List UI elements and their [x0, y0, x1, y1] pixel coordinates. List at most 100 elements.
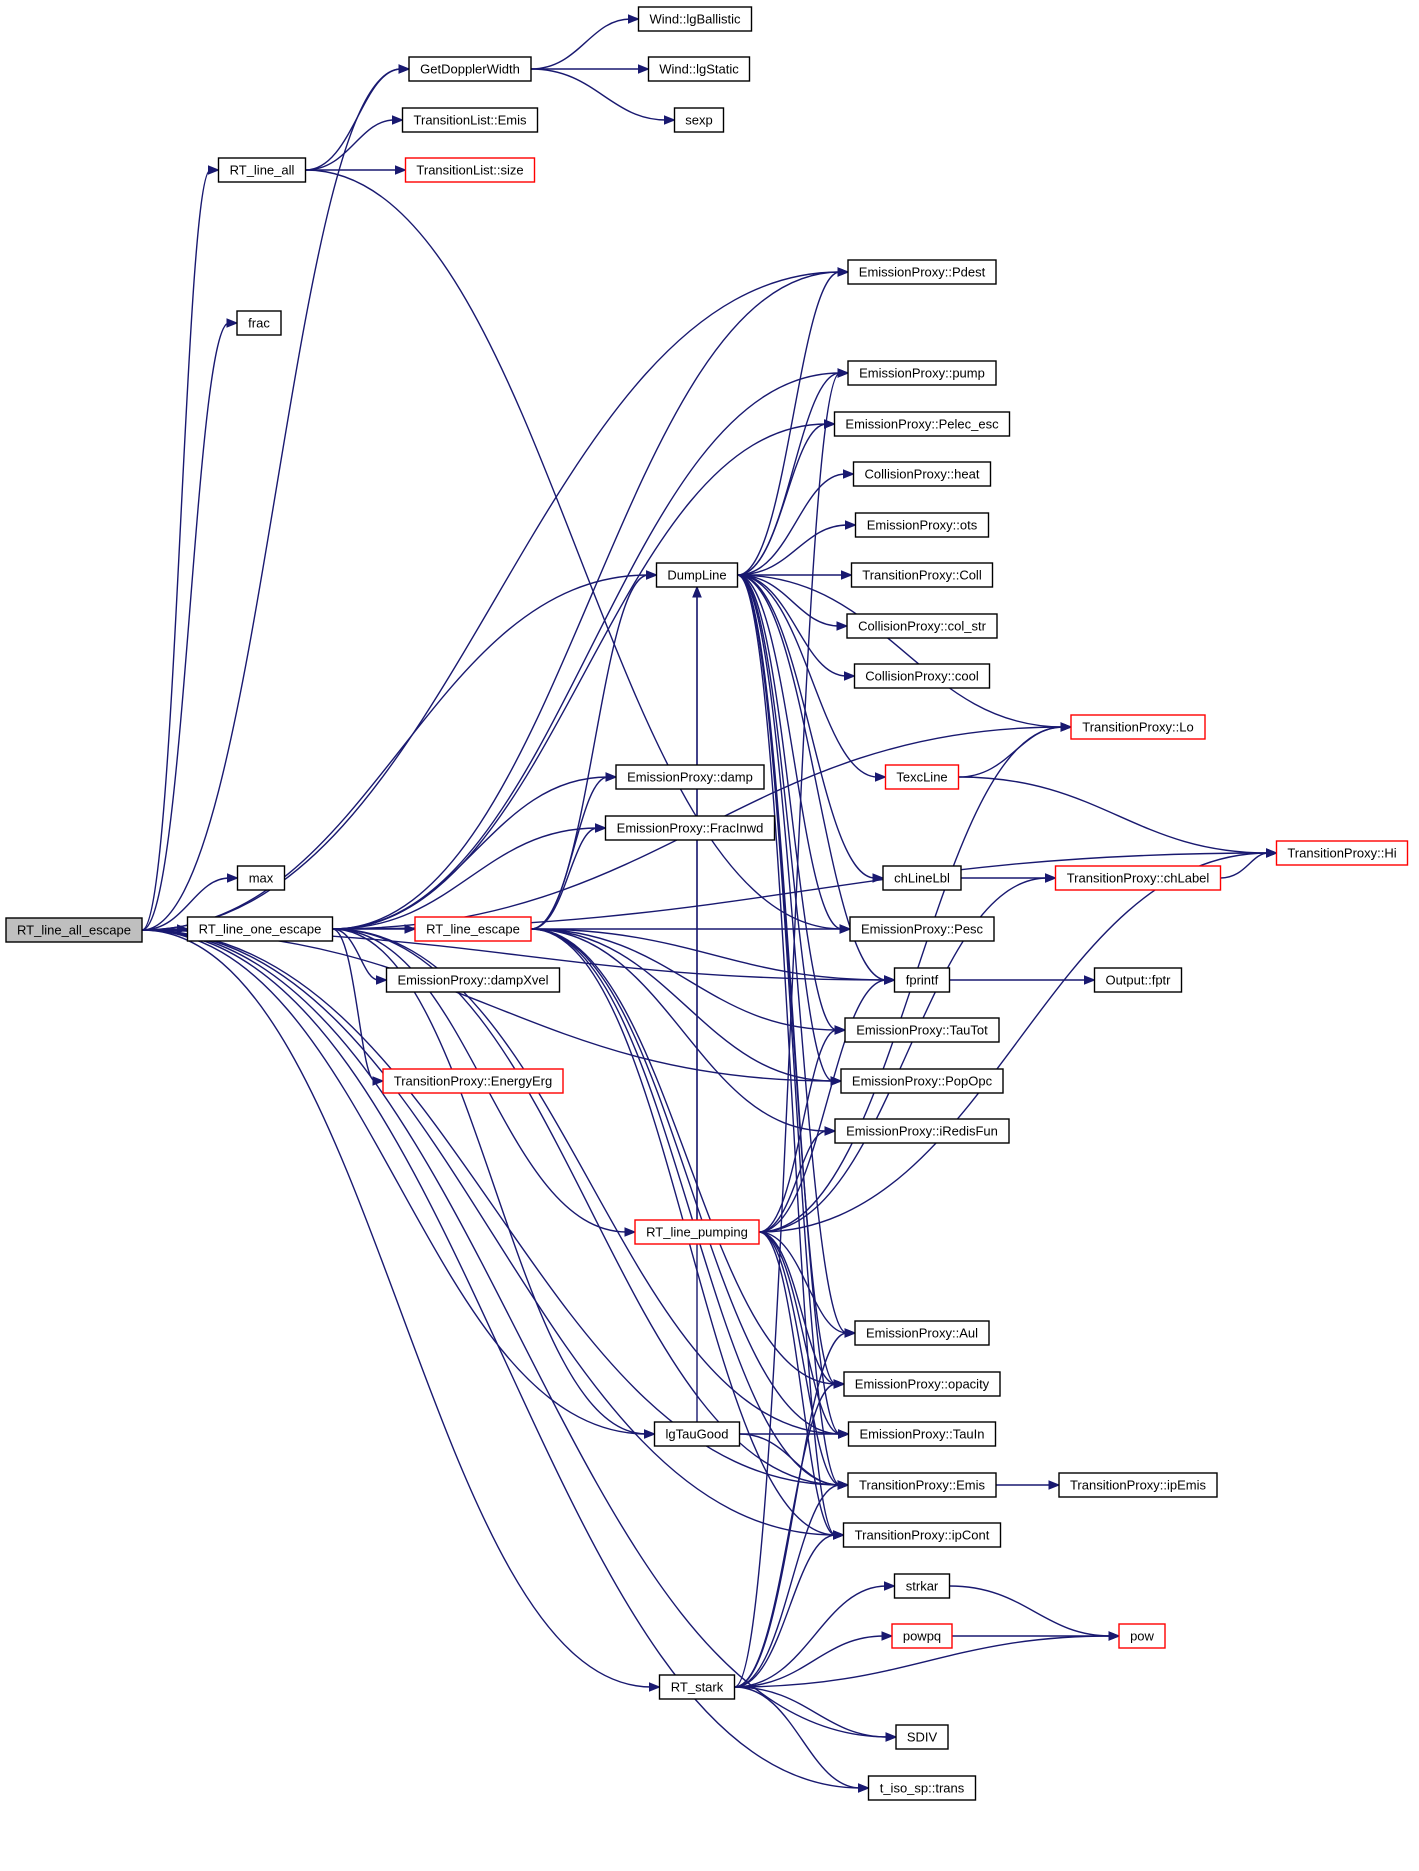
call-edge	[141, 68, 402, 931]
node-rt-stark[interactable]: RT_stark	[658, 1674, 736, 1700]
node-emissionproxy-popopc[interactable]: EmissionProxy::PopOpc	[840, 1068, 1004, 1094]
arrowhead	[649, 1682, 661, 1692]
node-transitionlist-size[interactable]: TransitionList::size	[404, 157, 536, 183]
node-dumpline[interactable]: DumpLine	[655, 562, 739, 588]
node-transitionproxy-ipcont[interactable]: TransitionProxy::ipCont	[842, 1522, 1002, 1548]
node-transitionproxy-emis[interactable]: TransitionProxy::Emis	[847, 1472, 997, 1498]
call-edge	[737, 473, 846, 576]
node-rt-line-all-escape[interactable]: RT_line_all_escape	[5, 917, 143, 943]
node-emissionproxy-tauin[interactable]: EmissionProxy::TauIn	[847, 1421, 997, 1447]
node-strkar[interactable]: strkar	[893, 1573, 951, 1599]
node-box	[236, 310, 282, 336]
node-wind-lgballistic[interactable]: Wind::lgBallistic	[637, 6, 753, 32]
node-label: RT_line_pumping	[646, 1225, 748, 1240]
node-powpq[interactable]: powpq	[891, 1623, 953, 1649]
node-label: GetDopplerWidth	[420, 62, 520, 77]
call-edge	[737, 574, 878, 778]
node-wind-lgstatic[interactable]: Wind::lgStatic	[647, 56, 751, 82]
node-chlinelbl[interactable]: chLineLbl	[882, 865, 962, 891]
arrowhead	[872, 873, 885, 883]
call-edge	[141, 574, 649, 931]
arrowhead	[1084, 975, 1096, 985]
node-max[interactable]: max	[236, 865, 286, 891]
node-transitionproxy-chlabel[interactable]: TransitionProxy::chLabel	[1054, 865, 1222, 891]
node-output-fptr[interactable]: Output::fptr	[1093, 967, 1183, 993]
node-collisionproxy-cool[interactable]: CollisionProxy::cool	[853, 663, 991, 689]
node-emissionproxy-tautot[interactable]: EmissionProxy::TauTot	[844, 1017, 1000, 1043]
call-edge	[332, 271, 841, 930]
node-getdopplerwidth[interactable]: GetDopplerWidth	[408, 56, 532, 82]
arrowhead	[208, 165, 220, 175]
arrowhead	[836, 621, 849, 631]
arrowhead	[644, 1429, 656, 1439]
node-box	[847, 1472, 997, 1498]
node-rt-line-one-escape[interactable]: RT_line_one_escape	[186, 916, 334, 942]
call-edge	[758, 1231, 841, 1486]
node-box	[843, 1371, 1001, 1397]
call-edge	[758, 1130, 828, 1233]
node-fprintf[interactable]: fprintf	[893, 967, 951, 993]
node-transitionproxy-ipemis[interactable]: TransitionProxy::ipEmis	[1058, 1472, 1218, 1498]
node-label: EmissionProxy::pump	[859, 366, 985, 381]
arrowhead	[885, 1732, 898, 1742]
node-emissionproxy-pdest[interactable]: EmissionProxy::Pdest	[847, 259, 997, 285]
node-box	[414, 916, 532, 942]
node-emissionproxy-pelec-esc[interactable]: EmissionProxy::Pelec_esc	[833, 411, 1011, 437]
node-emissionproxy-pump[interactable]: EmissionProxy::pump	[847, 360, 997, 386]
node-transitionproxy-energyerg[interactable]: TransitionProxy::EnergyErg	[382, 1068, 564, 1094]
node-transitionproxy-lo[interactable]: TransitionProxy::Lo	[1070, 714, 1206, 740]
arrowhead	[404, 924, 417, 934]
arrowhead	[1048, 1480, 1061, 1490]
node-transitionproxy-hi[interactable]: TransitionProxy::Hi	[1275, 840, 1409, 866]
node-emissionproxy-iredisfun[interactable]: EmissionProxy::iRedisFun	[834, 1118, 1010, 1144]
node-rt-line-escape[interactable]: RT_line_escape	[414, 916, 532, 942]
node-label: EmissionProxy::Pelec_esc	[845, 417, 999, 432]
call-edge	[758, 1231, 848, 1334]
arrowhead	[372, 1076, 385, 1086]
node-lgtaugood[interactable]: lgTauGood	[653, 1421, 741, 1447]
node-box	[604, 815, 776, 841]
arrowhead	[1266, 848, 1278, 858]
call-edge	[737, 574, 834, 1082]
node-label: pow	[1130, 1629, 1154, 1644]
node-t-iso-sp-trans[interactable]: t_iso_sp::trans	[867, 1775, 977, 1801]
node-box	[5, 917, 143, 943]
call-edge	[737, 574, 840, 627]
node-sdiv[interactable]: SDIV	[895, 1724, 949, 1750]
node-sexp[interactable]: sexp	[673, 107, 725, 133]
call-edge	[758, 852, 1269, 1233]
arrowhead	[824, 1126, 837, 1136]
node-transitionlist-emis[interactable]: TransitionList::Emis	[401, 107, 539, 133]
arrowhead	[837, 1480, 850, 1490]
call-edge	[737, 271, 841, 576]
node-box	[834, 1118, 1010, 1144]
node-label: TransitionList::Emis	[414, 113, 527, 128]
node-box	[382, 1068, 564, 1094]
arrowhead	[837, 267, 850, 277]
node-emissionproxy-dampxvel[interactable]: EmissionProxy::dampXvel	[385, 967, 561, 993]
node-collisionproxy-heat[interactable]: CollisionProxy::heat	[852, 461, 992, 487]
call-edge	[530, 928, 887, 981]
node-emissionproxy-damp[interactable]: EmissionProxy::damp	[615, 764, 765, 790]
node-label: RT_line_one_escape	[199, 922, 322, 937]
node-emissionproxy-fracinwd[interactable]: EmissionProxy::FracInwd	[604, 815, 776, 841]
node-emissionproxy-opacity[interactable]: EmissionProxy::opacity	[843, 1371, 1001, 1397]
arrowhead	[638, 64, 650, 74]
node-rt-line-all[interactable]: RT_line_all	[217, 157, 307, 183]
call-edge	[305, 169, 843, 930]
node-emissionproxy-aul[interactable]: EmissionProxy::Aul	[854, 1320, 990, 1346]
node-emissionproxy-pesc[interactable]: EmissionProxy::Pesc	[849, 916, 995, 942]
call-edge	[305, 119, 395, 171]
arrowhead	[844, 671, 856, 681]
node-emissionproxy-ots[interactable]: EmissionProxy::ots	[854, 512, 990, 538]
arrowhead	[398, 64, 411, 74]
node-transitionproxy-coll[interactable]: TransitionProxy::Coll	[850, 562, 994, 588]
arrowhead	[376, 975, 388, 985]
node-frac[interactable]: frac	[236, 310, 282, 336]
call-edge	[958, 726, 1064, 778]
node-rt-line-pumping[interactable]: RT_line_pumping	[634, 1219, 760, 1245]
node-pow[interactable]: pow	[1118, 1623, 1166, 1649]
node-collisionproxy-col-str[interactable]: CollisionProxy::col_str	[846, 613, 998, 639]
node-texcline[interactable]: TexcLine	[884, 764, 960, 790]
call-edge	[734, 1686, 861, 1789]
